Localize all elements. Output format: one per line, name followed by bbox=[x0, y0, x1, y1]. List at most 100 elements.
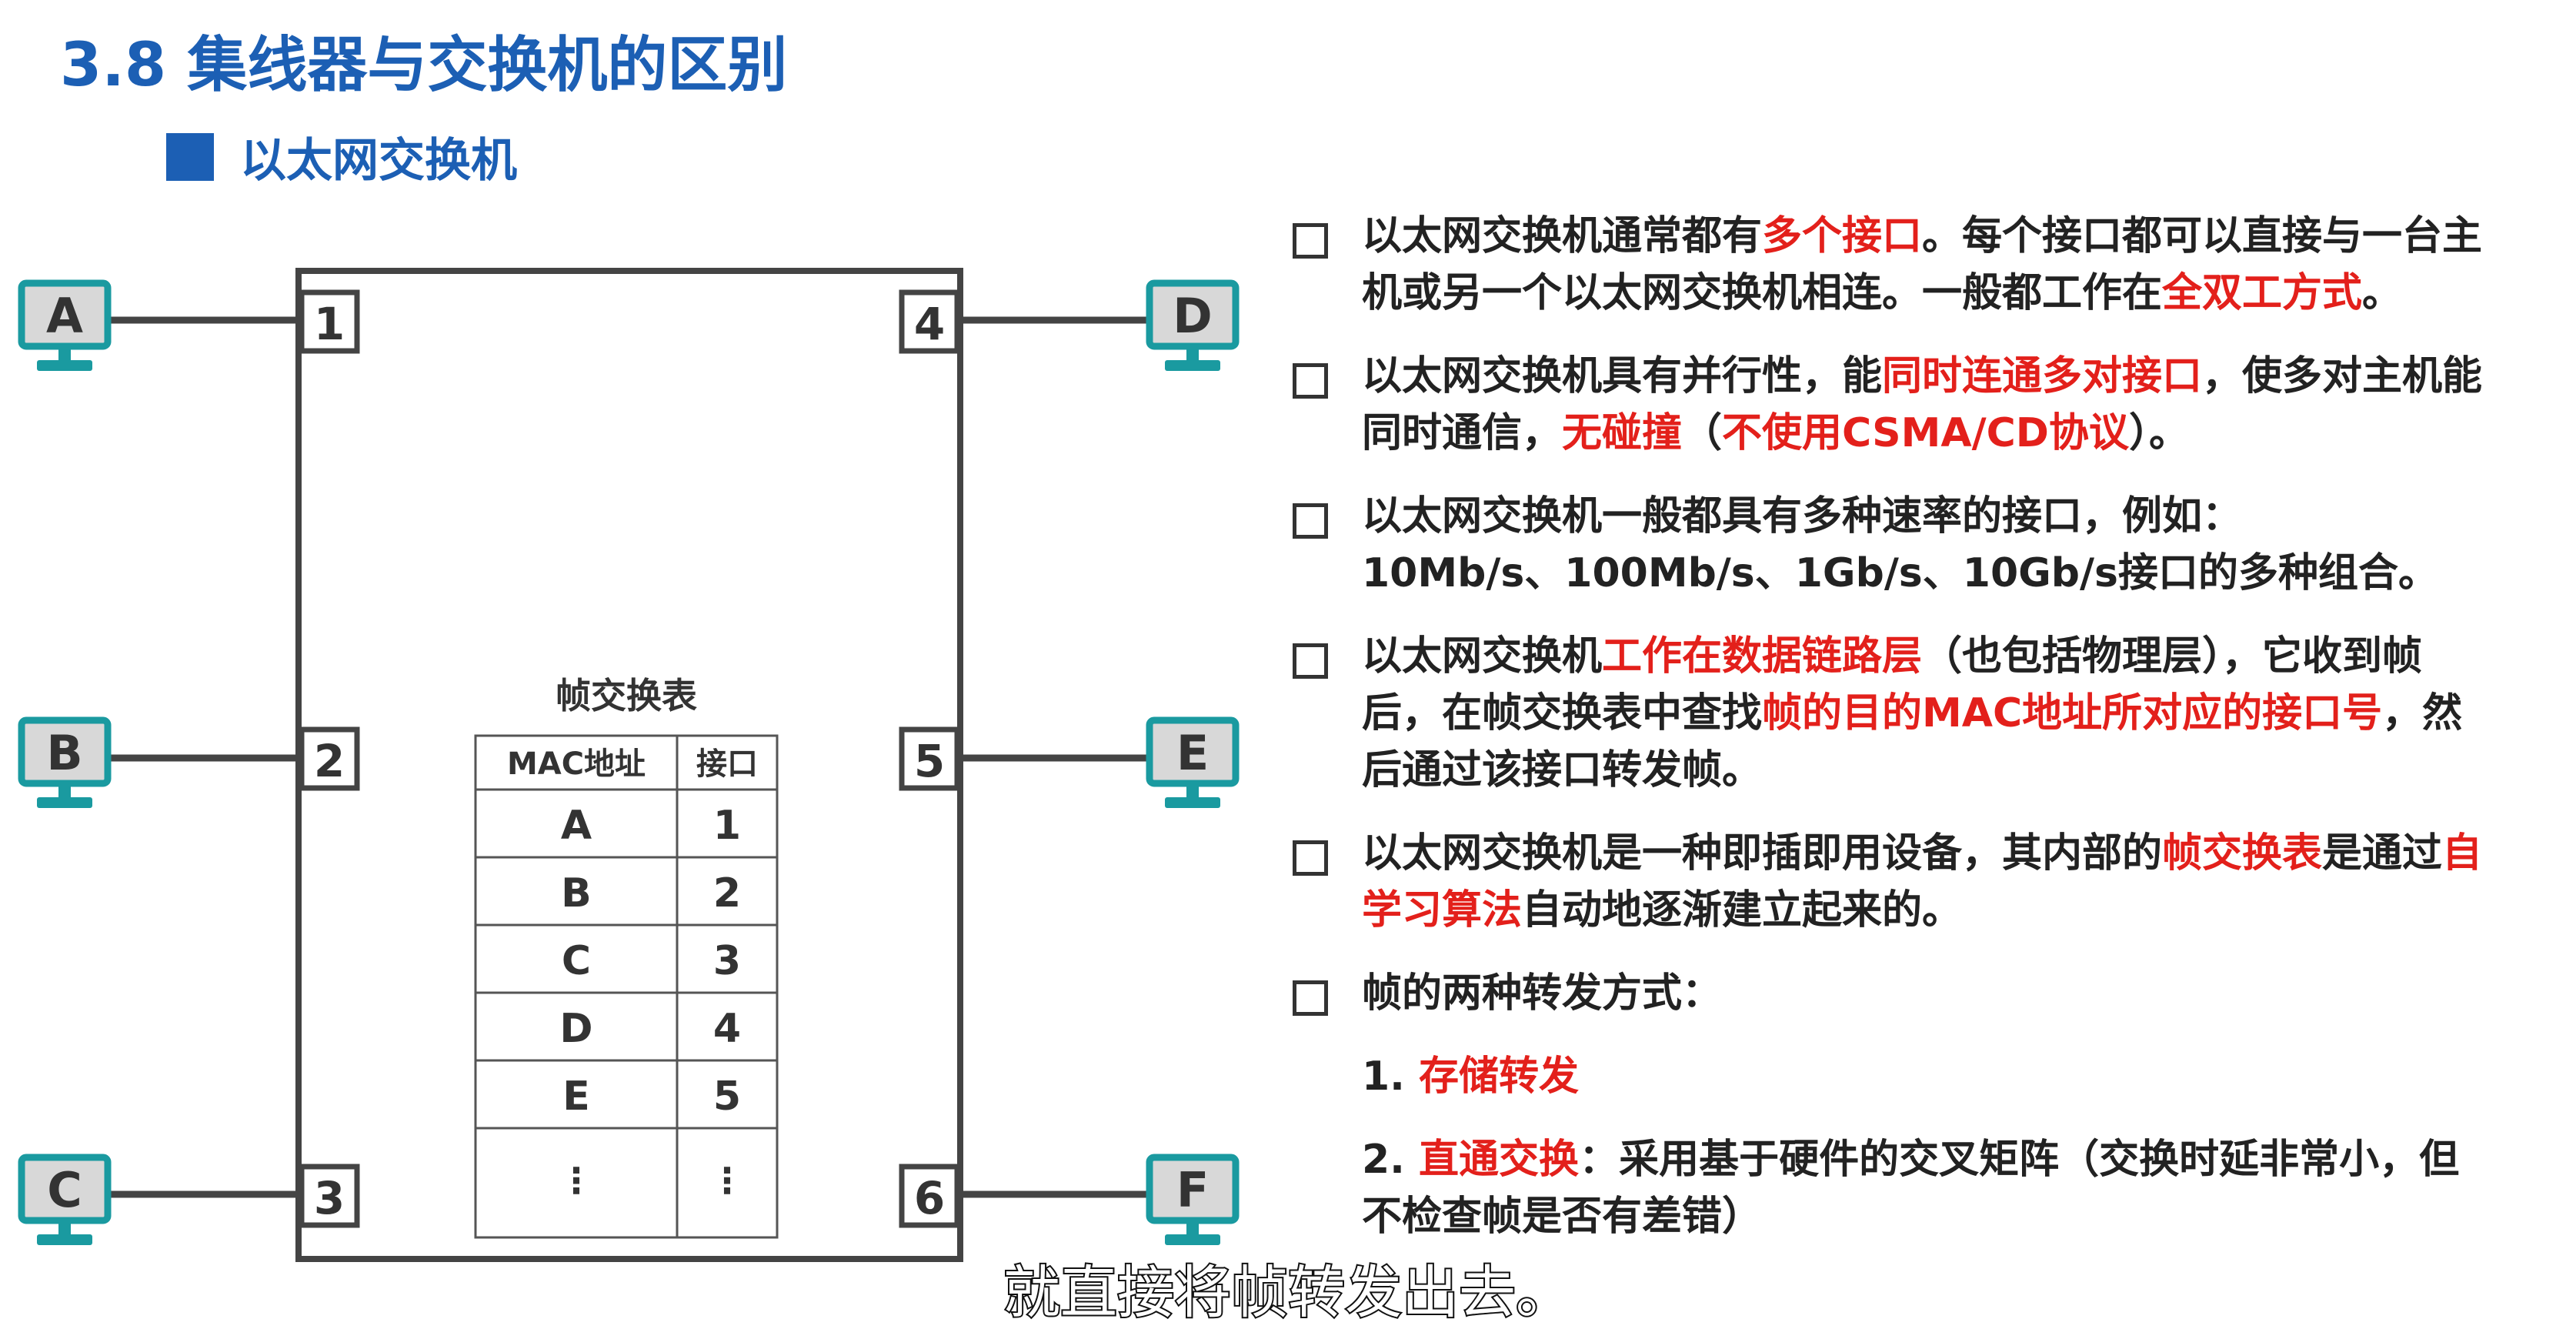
bullet-item: 以太网交换机具有并行性，能同时连通多对接口，使多对主机能 同时通信，无碰撞（不使… bbox=[1293, 348, 2576, 462]
text-segment: 以太网交换机具有并行性，能 bbox=[1362, 353, 1883, 399]
bullet-line: 2. 直通交换：采用基于硬件的交叉矩阵（交换时延非常小，但 bbox=[1362, 1131, 2576, 1188]
text-segment: （ bbox=[1682, 410, 1723, 456]
bullet-line: 不检查帧是否有差错） bbox=[1362, 1188, 2576, 1245]
hosts: A B C D E F bbox=[18, 279, 1240, 1245]
table-cell: ⋮ bbox=[709, 1160, 745, 1201]
host-f-computer-icon: F bbox=[1146, 1154, 1240, 1245]
checkbox-icon bbox=[1293, 503, 1328, 539]
text-segment: ：采用基于硬件的交叉矩阵（交换时延非常小，但 bbox=[1579, 1137, 2460, 1183]
host-d-computer-icon: D bbox=[1146, 279, 1240, 371]
bullet-line: 以太网交换机工作在数据链路层（也包括物理层），它收到帧 bbox=[1362, 628, 2576, 685]
text-segment: 后通过该接口转发帧。 bbox=[1362, 747, 1763, 793]
host-b-label: B bbox=[46, 725, 82, 781]
host-f-label: F bbox=[1176, 1162, 1209, 1218]
port-1: 1 bbox=[299, 289, 360, 354]
text-segment: 机或另一个以太网交换机相连。一般都工作在 bbox=[1362, 270, 2163, 316]
bullet-list: 以太网交换机通常都有多个接口。每个接口都可以直接与一台主 机或另一个以太网交换机… bbox=[1293, 208, 2576, 1271]
checkbox-icon bbox=[1293, 980, 1328, 1016]
host-a-label: A bbox=[46, 288, 83, 344]
highlight-text: 多个接口 bbox=[1762, 213, 1923, 259]
table-cell: 2 bbox=[713, 870, 741, 917]
text-segment: ，然 bbox=[2382, 690, 2463, 736]
bullet-item: 以太网交换机通常都有多个接口。每个接口都可以直接与一台主 机或另一个以太网交换机… bbox=[1293, 208, 2576, 322]
highlight-text: 同时连通多对接口 bbox=[1882, 353, 2203, 399]
highlight-text: 帧交换表 bbox=[2162, 830, 2323, 877]
host-d-label: D bbox=[1173, 288, 1212, 344]
port-1-label: 1 bbox=[314, 298, 345, 350]
highlight-text: 学习算法 bbox=[1362, 887, 1523, 933]
highlight-text: 全双工方式 bbox=[2162, 270, 2363, 316]
table-cell: C bbox=[562, 938, 591, 984]
bullet-item: 以太网交换机是一种即插即用设备，其内部的帧交换表是通过自 学习算法自动地逐渐建立… bbox=[1293, 825, 2576, 939]
section-heading: 以太网交换机 bbox=[166, 123, 517, 190]
checkbox-icon bbox=[1293, 223, 1328, 259]
port-2: 2 bbox=[299, 726, 360, 791]
bullet-line: 以太网交换机是一种即插即用设备，其内部的帧交换表是通过自 bbox=[1362, 825, 2576, 882]
table-cell: A bbox=[561, 803, 592, 849]
host-a-computer-icon: A bbox=[18, 279, 112, 371]
highlight-text: 直通交换 bbox=[1419, 1137, 1580, 1183]
switch-box bbox=[295, 268, 963, 1262]
highlight-text: 不使用CSMA/CD协议 bbox=[1722, 410, 2129, 456]
port-2-label: 2 bbox=[314, 735, 345, 787]
bullet-line: 学习算法自动地逐渐建立起来的。 bbox=[1362, 882, 2576, 939]
text-segment: 1. bbox=[1362, 1054, 1420, 1100]
frame-switching-table: 帧交换表 MAC地址 接口 A 1 B 2 C 3 D 4 E 5 ⋮ ⋮ bbox=[474, 675, 779, 1239]
bullet-line: 机或另一个以太网交换机相连。一般都工作在全双工方式。 bbox=[1362, 265, 2576, 322]
port-4: 4 bbox=[899, 289, 960, 354]
checkbox-icon bbox=[1293, 363, 1328, 399]
text-segment: 后，在帧交换表中查找 bbox=[1362, 690, 1763, 736]
table-cell: 5 bbox=[713, 1074, 741, 1120]
bullet-line: 后，在帧交换表中查找帧的目的MAC地址所对应的接口号，然 bbox=[1362, 685, 2576, 742]
port-3-label: 3 bbox=[314, 1172, 345, 1224]
port-4-label: 4 bbox=[914, 298, 945, 350]
host-c-computer-icon: C bbox=[18, 1154, 112, 1245]
text-segment: ）。 bbox=[2128, 410, 2189, 456]
table-cell: B bbox=[561, 870, 592, 917]
table-cell: 1 bbox=[713, 803, 741, 849]
bullet-line: 以太网交换机具有并行性，能同时连通多对接口，使多对主机能 bbox=[1362, 348, 2576, 405]
text-segment: 2. bbox=[1362, 1137, 1420, 1183]
bullet-line: 后通过该接口转发帧。 bbox=[1362, 742, 2576, 799]
bullet-line: 以太网交换机通常都有多个接口。每个接口都可以直接与一台主 bbox=[1362, 208, 2576, 265]
text-segment: 以太网交换机是一种即插即用设备，其内部的 bbox=[1362, 830, 2163, 877]
checkbox-icon bbox=[1293, 643, 1328, 679]
text-segment: 以太网交换机 bbox=[1362, 633, 1603, 680]
highlight-text: 帧的目的MAC地址所对应的接口号 bbox=[1762, 690, 2383, 736]
table-cell: ⋮ bbox=[559, 1160, 594, 1201]
table-cell: D bbox=[559, 1006, 592, 1052]
table-cell: 3 bbox=[713, 938, 741, 984]
port-5: 5 bbox=[899, 726, 960, 791]
text-segment: 是通过 bbox=[2322, 830, 2443, 877]
text-segment: 以太网交换机一般都具有多种速率的接口，例如： bbox=[1362, 493, 2243, 539]
text-segment: 帧的两种转发方式： bbox=[1362, 970, 1723, 1017]
text-segment: 。每个接口都可以直接与一台主 bbox=[1922, 213, 2483, 259]
text-segment: 。 bbox=[2362, 270, 2403, 316]
highlight-text: 自 bbox=[2442, 830, 2483, 877]
text-segment: 不检查帧是否有差错） bbox=[1362, 1194, 1763, 1240]
bullet-item: 帧的两种转发方式： bbox=[1293, 965, 2576, 1022]
port-6: 6 bbox=[899, 1164, 960, 1228]
bullet-line: 10Mb/s、100Mb/s、1Gb/s、10Gb/s接口的多种组合。 bbox=[1362, 545, 2576, 602]
text-segment: 以太网交换机通常都有 bbox=[1362, 213, 1763, 259]
host-e-computer-icon: E bbox=[1146, 716, 1240, 808]
bullet-item: 以太网交换机工作在数据链路层（也包括物理层），它收到帧 后，在帧交换表中查找帧的… bbox=[1293, 628, 2576, 799]
table-cell: E bbox=[562, 1074, 590, 1120]
table-header-port: 接口 bbox=[696, 746, 758, 782]
text-segment: （也包括物理层），它收到帧 bbox=[1922, 633, 2423, 680]
forwarding-method-store: 1. 存储转发 bbox=[1293, 1048, 2576, 1105]
text-segment: 自动地逐渐建立起来的。 bbox=[1522, 887, 1963, 933]
bullet-line: 1. 存储转发 bbox=[1362, 1048, 2576, 1105]
port-5-label: 5 bbox=[914, 735, 945, 787]
table-cell: 4 bbox=[713, 1006, 741, 1052]
text-segment: ，使多对主机能 bbox=[2202, 353, 2483, 399]
video-subtitle: 就直接将帧转发出去。 bbox=[1002, 1258, 1574, 1327]
links bbox=[108, 316, 1151, 1198]
checkbox-icon bbox=[1293, 840, 1328, 876]
switch-diagram: 1 2 3 4 5 6 A bbox=[18, 268, 1240, 1262]
port-3: 3 bbox=[299, 1164, 360, 1228]
bullet-item: 以太网交换机一般都具有多种速率的接口，例如： 10Mb/s、100Mb/s、1G… bbox=[1293, 488, 2576, 602]
table-border bbox=[474, 734, 779, 1239]
forwarding-method-cut-through: 2. 直通交换：采用基于硬件的交叉矩阵（交换时延非常小，但 不检查帧是否有差错） bbox=[1293, 1131, 2576, 1245]
table-header-mac: MAC地址 bbox=[507, 746, 646, 782]
